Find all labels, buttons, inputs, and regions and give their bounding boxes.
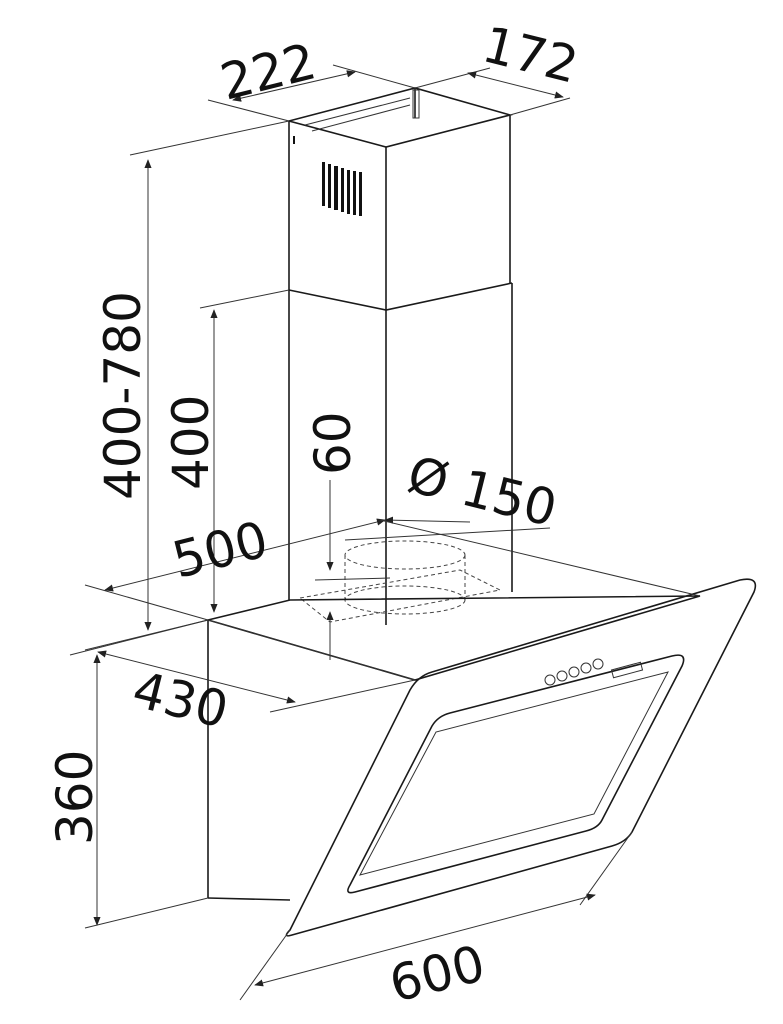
hood-body (204, 595, 701, 901)
dim-chimney-width: 222 (215, 32, 322, 111)
control-buttons (544, 658, 644, 686)
vent-grille-icon (322, 162, 362, 216)
dim-hood-depth: 430 (127, 660, 234, 739)
dim-outlet-offset: 60 (304, 411, 362, 475)
dim-hood-depth-top: 500 (167, 510, 274, 589)
dim-outlet-diameter: Ø 150 (402, 445, 562, 538)
dim-hood-height: 360 (46, 750, 104, 845)
dimension-lines (69, 64, 701, 1001)
upper-chimney (285, 87, 514, 310)
dim-lower-chimney-height: 400 (162, 395, 220, 490)
dim-chimney-depth: 172 (477, 15, 584, 94)
dim-chimney-height-range: 400-780 (94, 291, 152, 500)
glass-panel (285, 578, 757, 937)
